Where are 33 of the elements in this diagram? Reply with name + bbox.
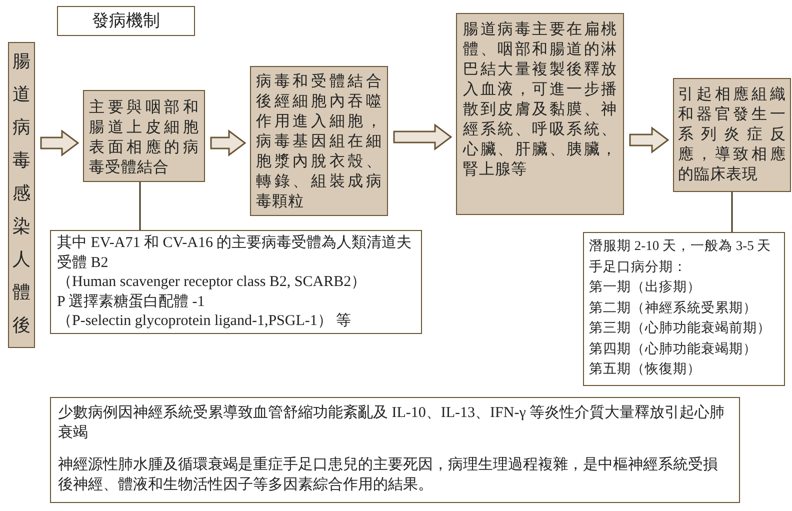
note-text: 手足口病分期：: [589, 258, 688, 276]
start-text: 腸道病毒感染人體後: [12, 50, 31, 337]
note-box: [50, 397, 740, 503]
note-text: 第三期（心肺功能衰竭前期）: [589, 319, 772, 337]
note-text: 第二期（神經系統受累期）: [589, 298, 758, 316]
note-text: 第一期（出疹期）: [589, 278, 702, 296]
start-box: [8, 42, 35, 348]
block-arrow: [40, 130, 80, 156]
process-box: [83, 90, 205, 182]
process-text: 引起相應組織和器官發生一系列炎症反應，導致相應的臨床表現: [678, 85, 786, 185]
title-box: [57, 6, 195, 36]
process-text: 主要與咽部和腸道上皮細胞表面相應的病毒受體結合: [89, 98, 199, 178]
block-arrow: [393, 124, 452, 150]
note-text: 其中 EV-A71 和 CV-A16 的主要病毒受體為人類清道夫受體 B2: [57, 234, 413, 272]
note-box: [583, 232, 785, 386]
note-box: [50, 230, 422, 334]
connector-line: [731, 192, 733, 232]
block-arrow: [629, 126, 670, 154]
title-text: 發病機制: [91, 10, 161, 32]
note-text: 神經源性肺水腫及循環衰竭是重症手足口患兒的主要死因，病理生理過程複雜，是中樞神經系統受損後神經、體液和生物活性因子等多因素綜合作用的結果。: [58, 455, 719, 495]
process-text: 病毒和受體結合後經細胞內吞噬作用進入細胞，病毒基因組在細胞漿內脫衣殼、轉錄、組裝成病毒顆粒: [256, 72, 382, 212]
note-text: P 選擇素糖蛋白配體 -1: [57, 292, 206, 312]
note-text: （P-selectin glycoprotein ligand-1,PSGL-1） 等: [57, 312, 352, 331]
note-text: 潛服期 2-10 天，一般為 3-5 天: [589, 237, 772, 255]
process-box: [673, 78, 791, 192]
note-text: 第四期（心肺功能衰竭期）: [589, 340, 758, 358]
note-text: 少數病例因神經系統受累導致血管舒縮功能紊亂及 IL-10、IL-13、IFN-γ 等炎性介質大量釋放引起心肺衰竭: [58, 403, 726, 443]
block-arrow: [210, 130, 246, 156]
note-text: （Human scavenger receptor class B2, SCARB2）: [57, 273, 368, 292]
process-box: [456, 13, 624, 215]
connector-line: [139, 182, 141, 230]
process-text: 腸道病毒主要在扁桃體、咽部和腸道的淋巴結大量複製後釋放入血液，可進一步播散到皮膚及黏膜、神經系統、呼吸系統、心臟、肝臟、胰臟，腎上腺等: [463, 20, 617, 180]
note-text: 第五期（恢復期）: [589, 360, 702, 378]
